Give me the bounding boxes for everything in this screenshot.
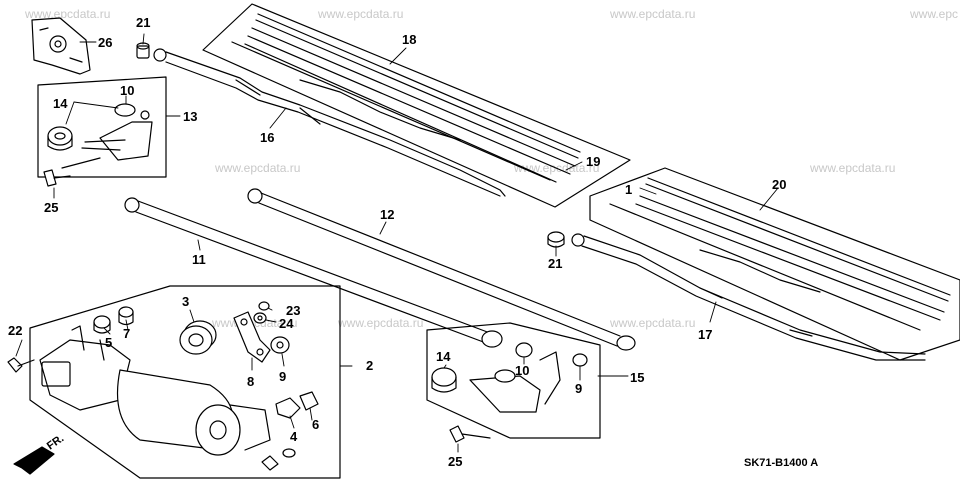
callout-18: 18 bbox=[402, 32, 416, 47]
watermark: www.epcdata.ru bbox=[215, 161, 301, 175]
wiper-arm-16 bbox=[153, 48, 506, 197]
callout-19: 19 bbox=[586, 154, 600, 169]
bolt-21-top bbox=[136, 42, 150, 59]
washer-24 bbox=[253, 312, 267, 324]
callout-9-right: 9 bbox=[575, 381, 582, 396]
wiper-motor-assembly bbox=[39, 325, 271, 456]
linkage-rod-11 bbox=[124, 197, 503, 348]
callout-4: 4 bbox=[290, 429, 298, 444]
callout-21-right: 21 bbox=[548, 256, 562, 271]
collar-7 bbox=[118, 306, 134, 326]
callout-21-top: 21 bbox=[136, 15, 150, 30]
group-box-18-19 bbox=[202, 3, 631, 208]
bolt-22 bbox=[7, 357, 35, 373]
bushing-3 bbox=[179, 320, 217, 355]
front-direction-label: FR. bbox=[45, 432, 66, 452]
callout-25-bottom: 25 bbox=[448, 454, 462, 469]
callout-2: 2 bbox=[366, 358, 373, 373]
callout-17: 17 bbox=[698, 327, 712, 342]
callout-14-bottom: 14 bbox=[436, 349, 451, 364]
collar-6 bbox=[299, 391, 319, 411]
pivot-assembly-15 bbox=[431, 342, 588, 413]
callout-9-left: 9 bbox=[279, 369, 286, 384]
group-box-2 bbox=[29, 285, 341, 479]
callout-20: 20 bbox=[772, 177, 786, 192]
callout-26: 26 bbox=[98, 35, 112, 50]
group-box-13 bbox=[37, 76, 167, 178]
bolt-25-bottom bbox=[449, 425, 491, 443]
callout-14-top: 14 bbox=[53, 96, 68, 111]
watermark: www.epcdata.ru bbox=[610, 316, 696, 330]
callout-8: 8 bbox=[247, 374, 254, 389]
nut-23 bbox=[258, 301, 270, 311]
watermark: www.epcdata.ru bbox=[25, 7, 111, 21]
callout-5: 5 bbox=[105, 335, 112, 350]
screw-motor bbox=[261, 448, 296, 471]
wiper-arm-17 bbox=[571, 233, 926, 361]
watermark: www.epc bbox=[910, 7, 959, 21]
group-box-15 bbox=[426, 322, 601, 439]
grommet-5 bbox=[93, 315, 111, 334]
blade-rubber-19 bbox=[244, 43, 557, 183]
callout-16: 16 bbox=[260, 130, 274, 145]
pivot-assembly-13 bbox=[47, 103, 153, 169]
callout-1: 1 bbox=[625, 182, 632, 197]
callout-6: 6 bbox=[312, 417, 319, 432]
callout-22: 22 bbox=[8, 323, 22, 338]
callout-7: 7 bbox=[123, 326, 130, 341]
wiper-blade-18 bbox=[231, 13, 581, 181]
callout-25-top: 25 bbox=[44, 200, 58, 215]
bracket-8 bbox=[233, 311, 271, 363]
watermark: www.epcdata.ru bbox=[318, 7, 404, 21]
callout-10-top: 10 bbox=[120, 83, 134, 98]
front-direction-arrow bbox=[13, 446, 55, 475]
callout-23: 23 bbox=[286, 303, 300, 318]
watermark: www.epcdata.ru bbox=[610, 7, 696, 21]
group-box-20 bbox=[589, 167, 960, 361]
callout-3: 3 bbox=[182, 294, 189, 309]
nut-9-left bbox=[270, 336, 290, 354]
callout-11: 11 bbox=[192, 252, 206, 267]
callout-12: 12 bbox=[380, 207, 394, 222]
bolt-25-top bbox=[43, 169, 71, 187]
watermark: www.epcdata.ru bbox=[338, 316, 424, 330]
bracket-26 bbox=[31, 17, 91, 75]
callout-13: 13 bbox=[183, 109, 197, 124]
callout-24: 24 bbox=[279, 316, 294, 331]
part-callouts: 26 21 10 14 13 25 16 18 19 20 1 12 11 21… bbox=[8, 15, 786, 469]
bolt-21-right bbox=[547, 231, 565, 248]
diagram-code: SK71-B1400 A bbox=[744, 457, 818, 469]
callout-15: 15 bbox=[630, 370, 644, 385]
leader-lines bbox=[15, 33, 779, 453]
grommet-4 bbox=[275, 397, 301, 419]
wiper-blade-20 bbox=[609, 177, 951, 331]
callout-10-bottom: 10 bbox=[515, 363, 529, 378]
watermark: www.epcdata.ru bbox=[810, 161, 896, 175]
watermark: www.epcdata.ru bbox=[212, 316, 298, 330]
linkage-rod-12 bbox=[247, 188, 636, 351]
